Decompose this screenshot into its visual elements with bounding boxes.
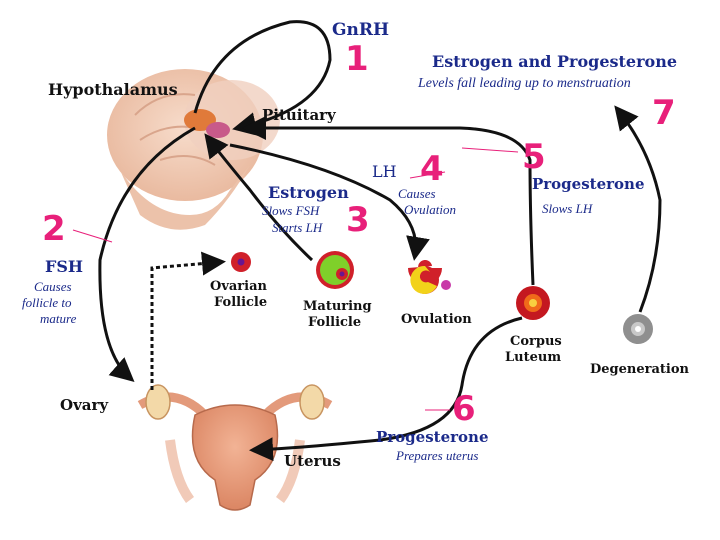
- step-number-4: 4: [420, 149, 444, 189]
- gnrh-label: GnRH: [332, 20, 390, 40]
- pointer-4: [409, 171, 446, 179]
- fsh-note-line1: Causes: [34, 279, 72, 294]
- ovulation-label: Ovulation: [401, 312, 472, 327]
- degeneration-label: Degeneration: [590, 362, 689, 377]
- left-ovary: [145, 384, 171, 420]
- pointer-5: [461, 147, 519, 153]
- progesterone-uterus-note: Prepares uterus: [396, 448, 479, 463]
- step-number-7: 7: [652, 93, 676, 133]
- estrogen-label: Estrogen: [268, 183, 349, 202]
- lh-note-line1: Causes: [398, 186, 436, 201]
- step-number-2: 2: [42, 209, 66, 249]
- step-number-5: 5: [522, 137, 546, 177]
- degeneration-icon: [623, 314, 653, 344]
- ovarian-follicle-label-line2: Follicle: [214, 295, 268, 310]
- corpus-luteum-label-line2: Luteum: [505, 350, 562, 365]
- lh-label: LH: [372, 162, 397, 181]
- step-number-3: 3: [346, 200, 370, 240]
- lh-arrow: [229, 143, 430, 261]
- ovarian-follicle-icon: [231, 252, 251, 272]
- maturing-follicle-icon: [316, 251, 354, 289]
- estrogen-note-line2: Starts LH: [272, 220, 323, 235]
- progesterone-feedback-arrow: [242, 116, 535, 286]
- fsh-arrow: [98, 126, 196, 382]
- top-title-note: Levels fall leading up to menstruation: [418, 76, 631, 91]
- step-number-6: 6: [452, 389, 476, 429]
- pituitary-label: Pituitary: [262, 106, 336, 124]
- uterus-illustration: [137, 384, 333, 511]
- progesterone-feedback-label: Progesterone: [532, 175, 645, 193]
- estrogen-note-line1: Slows FSH: [262, 203, 320, 218]
- step-number-1: 1: [345, 39, 369, 79]
- hypothalamus-gland: [184, 109, 216, 131]
- lh-note-line2: Ovulation: [404, 202, 456, 217]
- progesterone-uterus-label: Progesterone: [376, 428, 489, 446]
- maturing-follicle-label-line2: Follicle: [308, 315, 362, 330]
- estrogen-arrow: [204, 133, 314, 262]
- ovulation-icon: [408, 260, 451, 294]
- pituitary-gland: [206, 122, 230, 138]
- gnrh-arrow: [193, 20, 332, 136]
- degeneration-arrow: [614, 105, 662, 313]
- fsh-label: FSH: [45, 257, 84, 276]
- hypothalamus-label: Hypothalamus: [48, 80, 178, 99]
- pointer-2: [72, 229, 113, 243]
- corpus-luteum-icon: [516, 286, 550, 320]
- ovary-to-follicle-dotted-arrow: [150, 251, 226, 390]
- fsh-note-line2: follicle to: [22, 295, 72, 310]
- uterus-label: Uterus: [284, 452, 341, 470]
- progesterone-feedback-note: Slows LH: [542, 201, 593, 216]
- corpus-luteum-label-line1: Corpus: [510, 334, 562, 349]
- fsh-note-line3: mature: [40, 311, 77, 326]
- progesterone-uterus-arrow: [249, 316, 523, 462]
- maturing-follicle-label-line1: Maturing: [303, 299, 372, 314]
- right-ovary: [299, 384, 325, 420]
- top-title: Estrogen and Progesterone: [432, 52, 678, 71]
- ovary-label: Ovary: [60, 396, 109, 414]
- ovarian-follicle-label-line1: Ovarian: [210, 279, 267, 294]
